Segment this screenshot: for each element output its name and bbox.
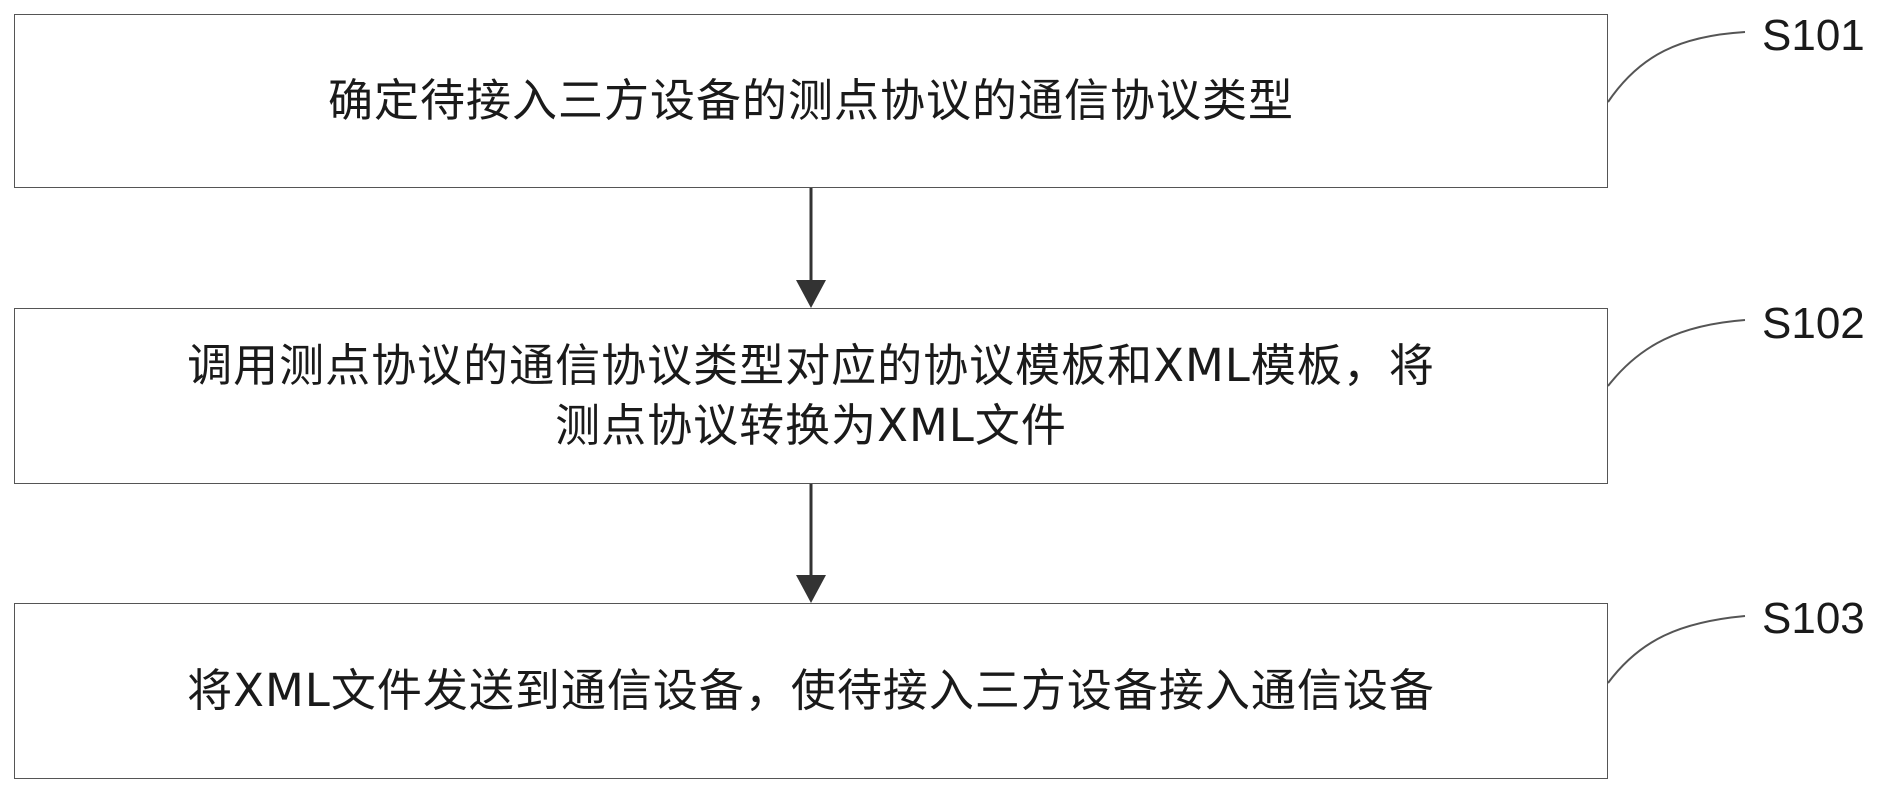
step-box-s101: 确定待接入三方设备的测点协议的通信协议类型 (14, 14, 1608, 188)
arrowhead-s101-to-s102 (796, 280, 826, 308)
leader-line-s101 (1607, 31, 1746, 103)
step-text-s102: 调用测点协议的通信协议类型对应的协议模板和XML模板，将 测点协议转换为XML文… (187, 339, 1435, 452)
step-text-s103: 将XML文件发送到通信设备，使待接入三方设备接入通信设备 (187, 664, 1435, 717)
step-label-s103: S103 (1762, 594, 1865, 643)
arrowhead-s102-to-s103 (796, 575, 826, 603)
leader-line-s103 (1607, 615, 1746, 684)
step-text-s101: 确定待接入三方设备的测点协议的通信协议类型 (327, 74, 1294, 127)
step-box-s103: 将XML文件发送到通信设备，使待接入三方设备接入通信设备 (14, 603, 1608, 779)
step-label-s101: S101 (1762, 11, 1865, 60)
step-box-s102: 调用测点协议的通信协议类型对应的协议模板和XML模板，将 测点协议转换为XML文… (14, 308, 1608, 484)
step-label-s102: S102 (1762, 299, 1865, 348)
leader-line-s102 (1607, 319, 1746, 387)
